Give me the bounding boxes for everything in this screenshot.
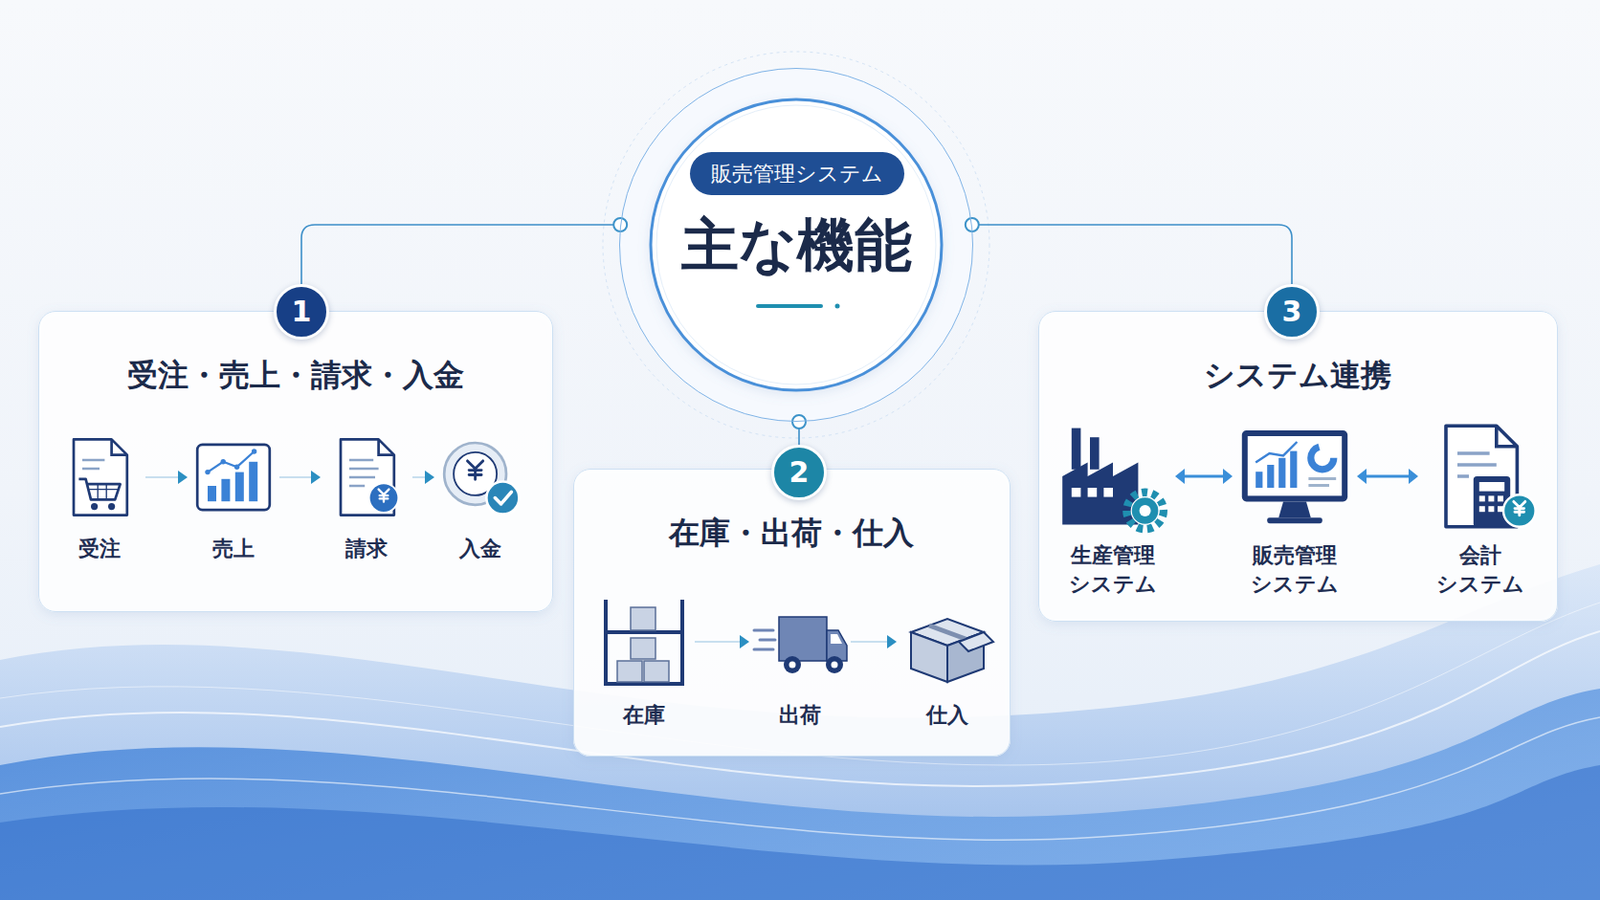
heading-text: 主な機能 [620, 211, 973, 281]
connector [301, 218, 627, 285]
feature-panel: 受注・売上・請求・入金1受注売上請求入金 [38, 311, 554, 613]
step-label: 出荷 [752, 701, 848, 731]
connector [965, 218, 1292, 285]
connector [694, 635, 750, 649]
item-icon [437, 427, 524, 528]
item-icon [323, 427, 410, 528]
arrow-head [887, 635, 897, 649]
connector [412, 470, 435, 485]
process-step: 出荷 [752, 590, 848, 731]
connector [792, 415, 806, 445]
system-node: 生産管理 システム [1053, 419, 1173, 600]
heading-text: 販売管理システム [711, 152, 884, 196]
item-icon [1053, 419, 1173, 534]
step-label: 請求 [323, 534, 410, 564]
process-step: 在庫 [596, 590, 692, 731]
process-step: 仕入 [899, 590, 996, 731]
step-label: 入金 [437, 534, 524, 564]
connector [1175, 468, 1233, 485]
heading-text: 在庫・出荷・仕入 [574, 513, 1010, 553]
step-label: 会計 システム [1421, 541, 1540, 600]
arrow-head [1222, 468, 1233, 485]
junction-dot [965, 218, 979, 232]
connector [145, 470, 188, 485]
process-step: 受注 [56, 427, 143, 564]
item-icon [899, 590, 996, 694]
arrow-head [424, 470, 435, 485]
arrow-head [311, 470, 321, 485]
connector [850, 635, 897, 649]
arrow-head [739, 635, 750, 649]
callout-number: 3 [1264, 284, 1320, 340]
step-label: 販売管理 システム [1235, 541, 1355, 600]
process-step: 売上 [190, 427, 277, 564]
arrow-head [1408, 468, 1419, 485]
connector [1356, 468, 1419, 485]
callout-number: 2 [774, 447, 824, 498]
system-pill: 販売管理システム [689, 152, 905, 196]
arrow-head [177, 470, 188, 485]
step-label: 売上 [190, 534, 277, 564]
junction-dot [792, 415, 806, 429]
process-step: 入金 [437, 427, 524, 564]
feature-panel: 在庫・出荷・仕入2在庫出荷仕入 [573, 468, 1011, 757]
callout-number: 1 [273, 284, 330, 340]
arrow-head [1356, 468, 1367, 485]
heading-text: 受注・売上・請求・入金 [39, 355, 553, 395]
item-icon [1235, 419, 1355, 534]
connector [279, 470, 321, 485]
item-icon [596, 590, 692, 694]
step-label: 在庫 [596, 701, 692, 731]
callout-number: 3 [1266, 287, 1317, 337]
system-node: 会計 システム [1421, 419, 1540, 600]
step-label: 仕入 [899, 701, 996, 731]
item-icon [1421, 419, 1540, 534]
panel-fills [38, 311, 1558, 757]
system-node: 販売管理 システム [1235, 419, 1355, 600]
hub-rings [602, 51, 990, 439]
step-label: 生産管理 システム [1053, 541, 1173, 600]
feature-panel: システム連携3生産管理 システム販売管理 システム会計 システム [1038, 311, 1558, 623]
item-icon [56, 427, 143, 528]
callout-number: 1 [276, 287, 327, 337]
callout-number: 2 [771, 444, 827, 501]
process-step: 請求 [323, 427, 410, 564]
junction-dot [613, 218, 627, 232]
arrow-head [1175, 468, 1185, 485]
step-label: 受注 [56, 534, 143, 564]
item-icon [752, 590, 848, 694]
heading-text: システム連携 [1039, 355, 1557, 395]
item-icon [190, 427, 277, 528]
hub-circle: 主な機能 販売管理システム [619, 67, 974, 423]
